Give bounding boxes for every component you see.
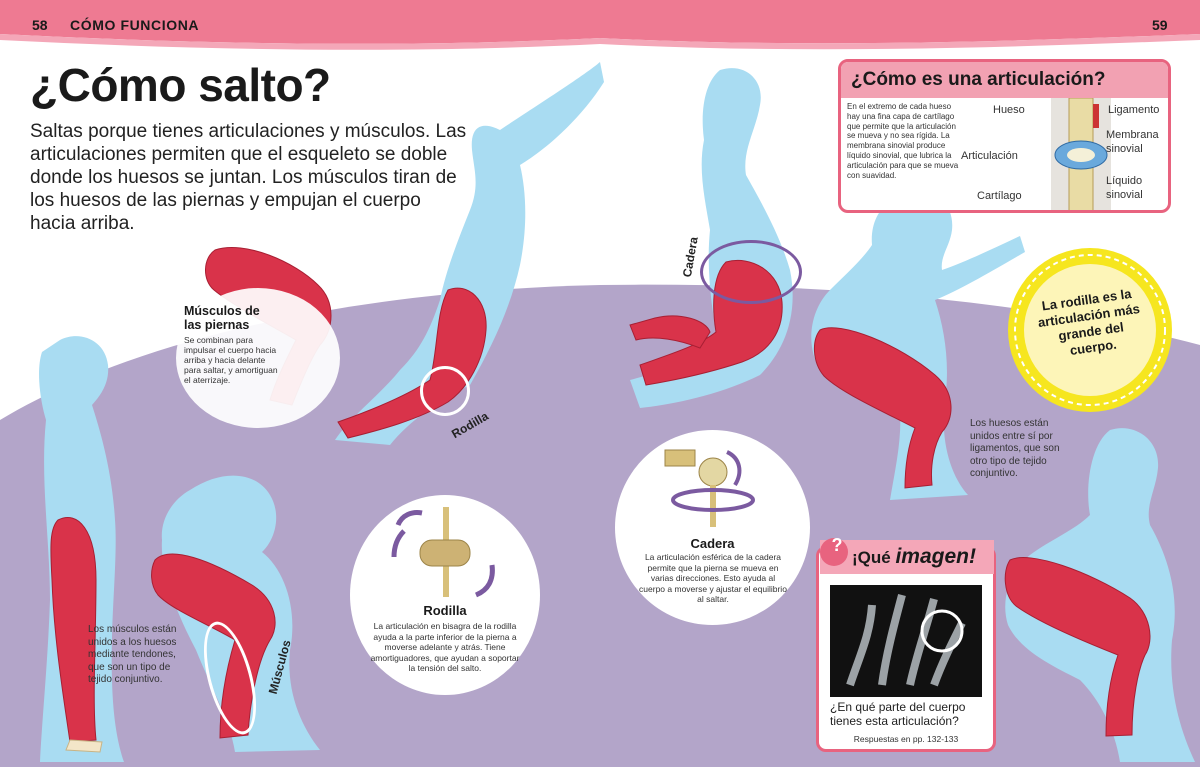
intro-paragraph: Saltas porque tienes articulaciones y mú… — [30, 121, 467, 234]
leg-muscles-text: Se combinan para impulsar el cuerpo haci… — [184, 335, 278, 385]
badge-circle-icon — [1008, 248, 1172, 412]
figure-crouch-right — [1004, 428, 1195, 762]
page-title: ¿Cómo salto? — [30, 59, 331, 111]
xray-hand-icon — [846, 593, 966, 687]
section-title: CÓMO FUNCIONA — [70, 17, 200, 33]
label-ligamento: Ligamento — [1108, 104, 1160, 116]
hip-highlight-ring — [700, 240, 802, 304]
quiz-answer-ref: Respuestas en pp. 132-133 — [853, 734, 959, 744]
knee-text: La articulación en bisagra de la rodilla… — [370, 621, 520, 673]
knee-heading: Rodilla — [423, 603, 467, 618]
quiz-question: ¿En qué parte del cuerpo tienes esta art… — [830, 700, 966, 728]
leg-muscles-callout: Músculos de las piernas Se combinan para… — [184, 304, 278, 385]
ball-joint-icon — [664, 449, 755, 527]
label-articulacion: Articulación — [961, 150, 1018, 162]
quiz-title-pre: ¡Qué — [852, 548, 896, 567]
knee-highlight-ring — [420, 366, 470, 416]
joint-box-title: ¿Cómo es una articulación? — [841, 62, 1168, 98]
label-liquido: Líquido sinovial — [1106, 175, 1143, 201]
leg-muscles-circle — [176, 288, 340, 428]
page-number-left: 58 — [32, 17, 48, 33]
label-cartilago: Cartílago — [977, 190, 1022, 202]
leg-muscles-heading: Músculos de las piernas — [184, 304, 260, 332]
joint-info-box: ¿Cómo es una articulación? En el extremo… — [838, 59, 1171, 213]
quiz-header-shape — [820, 538, 994, 574]
figure-crouch-left — [151, 475, 320, 752]
quiz-title-em: imagen! — [895, 545, 976, 568]
knee-circle: Rodilla La articulación en bisagra de la… — [350, 495, 540, 695]
label-hueso: Hueso — [993, 104, 1025, 116]
hinge-joint-icon — [391, 507, 495, 598]
page-number-right: 59 — [1152, 17, 1168, 33]
figure-standing — [39, 336, 124, 762]
joint-box-text: En el extremo de cada hueso hay una fina… — [847, 102, 959, 180]
label-membrana: Membrana sinovial — [1106, 129, 1159, 155]
hip-circle: Cadera La articulación esférica de la ca… — [615, 430, 810, 625]
tendons-caption: Los músculos están unidos a los huesos m… — [88, 624, 177, 685]
hip-heading: Cadera — [690, 536, 735, 551]
fact-badge: La rodilla es la articulación más grande… — [1004, 244, 1176, 416]
header-band-edge — [0, 34, 1200, 50]
quiz-icon: ? — [831, 535, 843, 555]
quiz-title: ¡Qué imagen! — [852, 545, 976, 569]
hip-text: La articulación esférica de la cadera pe… — [639, 552, 787, 604]
ligaments-caption: Los huesos están unidos entre sí por lig… — [970, 418, 1060, 479]
xray-image — [830, 585, 982, 697]
header-band — [0, 0, 1200, 44]
figure-squat-right — [811, 192, 1025, 500]
joint-diagram-icon — [1051, 98, 1111, 210]
